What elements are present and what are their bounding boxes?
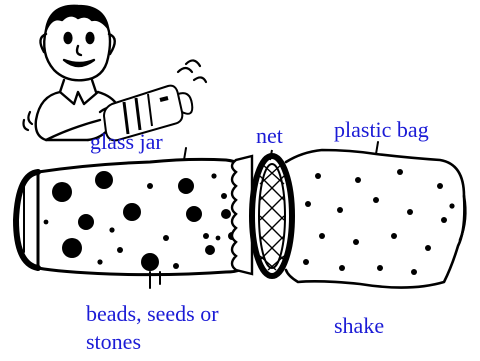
label-plastic-bag: plastic bag [334,118,429,142]
label-glass-jar: glass jar [90,130,163,154]
label-net: net [256,124,283,148]
label-beads-line1: beads, seeds or [86,302,219,326]
jar-neck-frill [232,156,252,274]
plastic-bag [286,142,465,288]
net [252,150,292,276]
label-shake: shake [334,314,384,338]
label-beads-line2: stones [86,330,141,354]
bag-seeds [303,169,455,275]
